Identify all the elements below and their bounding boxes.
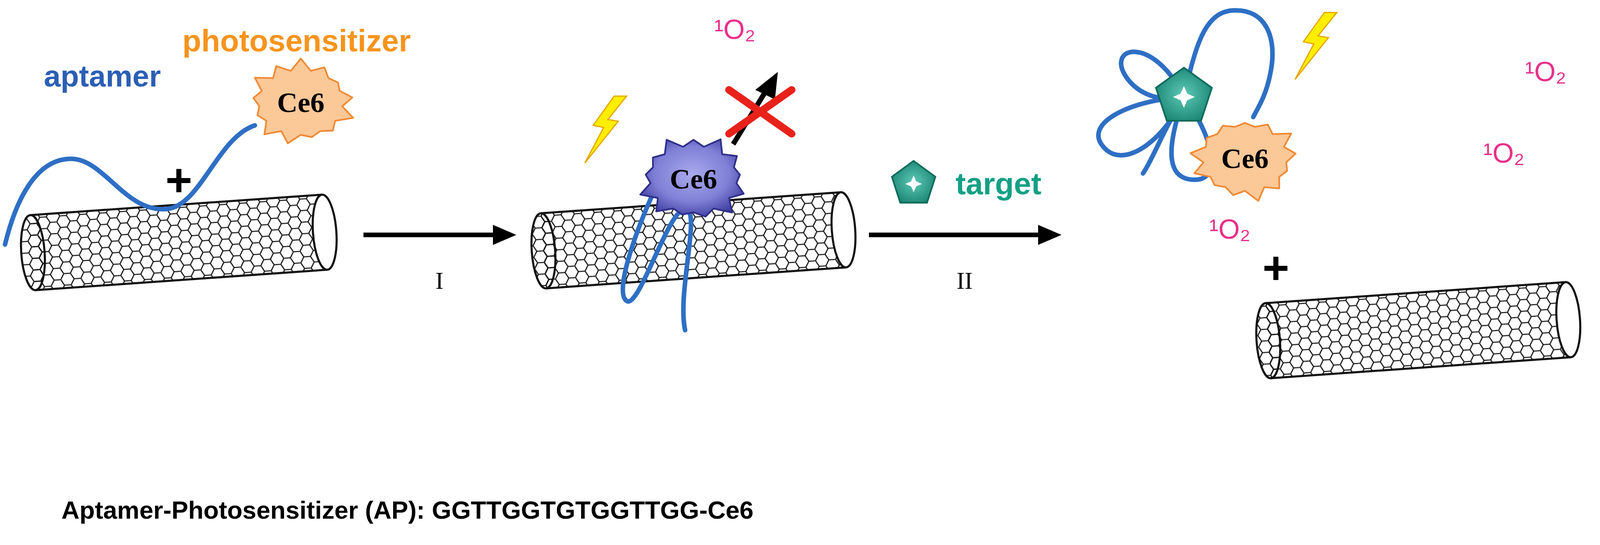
singlet-oxygen: ¹O₂ [1525, 56, 1567, 87]
node-label: Ce6 [276, 86, 325, 120]
target-molecule [1155, 67, 1212, 121]
photosensitizer-star: Ce6 [1188, 114, 1302, 203]
star-shape [640, 139, 745, 217]
aptamer-strand [622, 196, 691, 331]
arrow-head [492, 224, 517, 245]
aptamer-strand [1098, 10, 1273, 180]
step-number: I [435, 267, 444, 295]
carbon-nanotube [1254, 281, 1583, 379]
star-shape [253, 58, 354, 144]
light-bolt [1295, 12, 1337, 80]
light-bolt [584, 96, 627, 163]
plus-sign: + [1262, 242, 1290, 293]
singlet-oxygen: ¹O₂ [1209, 213, 1251, 245]
block-cross [728, 89, 792, 134]
photosensitizer-star: Ce6 [634, 134, 752, 224]
reaction-arrow [868, 232, 1043, 238]
step-number: II [956, 267, 973, 295]
arrow-head [1038, 224, 1062, 245]
sequence-caption: Aptamer-Photosensitizer (AP): GGTTGGTGTG… [61, 496, 754, 524]
singlet-oxygen: ¹O₂ [714, 14, 756, 45]
component-label: target [955, 166, 1042, 201]
photosensitizer-star: Ce6 [244, 58, 358, 147]
star-shape [1190, 122, 1296, 201]
reaction-arrow [363, 232, 498, 238]
arrow-head [755, 71, 778, 100]
carbon-nanotube [18, 193, 340, 291]
node-label: Ce6 [1221, 142, 1269, 176]
aptamer-strand [5, 125, 255, 245]
plus-sign: + [165, 154, 193, 206]
target-molecule [891, 160, 936, 203]
node-label: Ce6 [669, 162, 717, 196]
singlet-oxygen: ¹O₂ [1483, 137, 1525, 169]
component-label: photosensitizer [182, 23, 412, 58]
component-label: aptamer [43, 59, 161, 93]
